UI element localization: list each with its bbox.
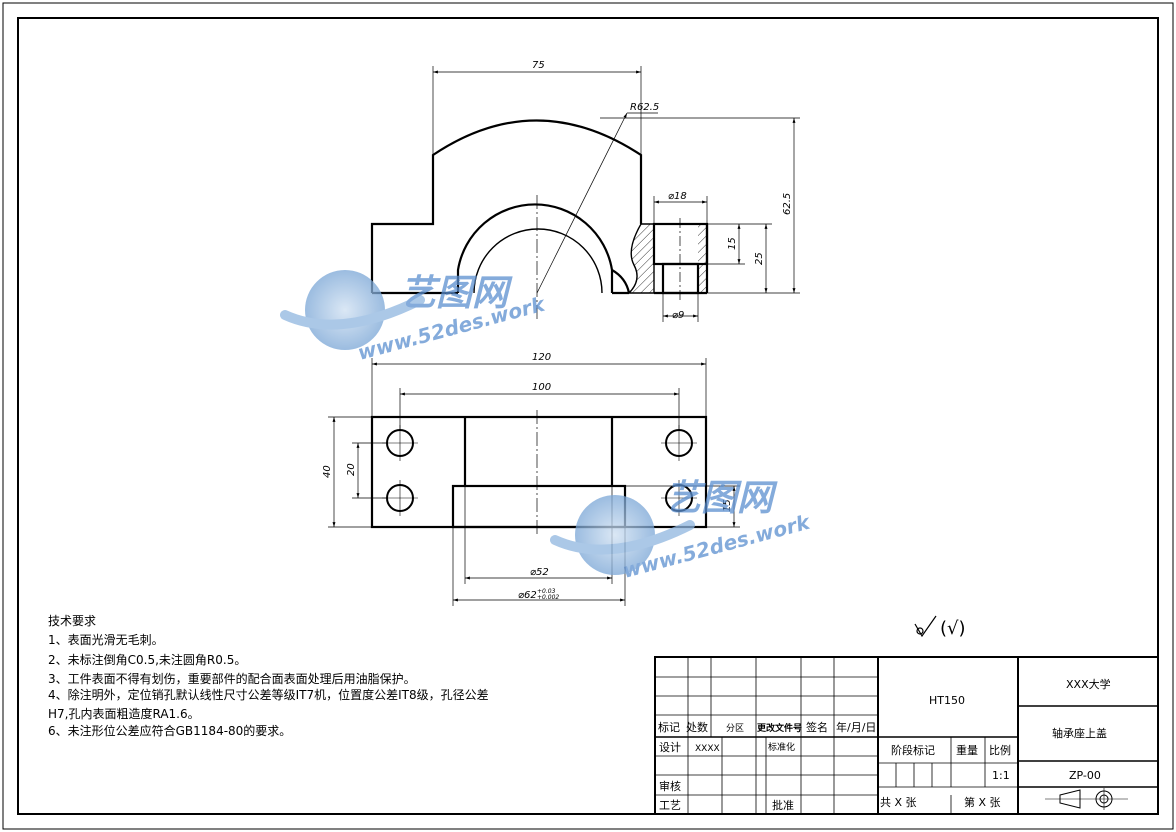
dim-phi62-tol-lower: +0.002 <box>537 594 559 601</box>
dim-20: 20 <box>346 463 357 476</box>
dim-75: 75 <box>532 60 545 71</box>
tb-mark: 标记 <box>658 720 680 734</box>
front-view <box>370 119 709 320</box>
notes-line: 1、表面光滑无毛刺。 <box>48 633 164 647</box>
title-block <box>654 656 1159 815</box>
material: HT150 <box>929 694 965 707</box>
university: XXX大学 <box>1066 677 1111 691</box>
notes-title: 技术要求 <box>48 614 96 628</box>
watermark-brand: 艺图网 <box>665 478 778 519</box>
dim-15-front: 15 <box>727 237 738 250</box>
technical-requirements: 技术要求 1、表面光滑无毛刺。 2、未标注倒角C0.5,未注圆角R0.5。 3、… <box>48 614 489 738</box>
drawing-number: ZP-00 <box>1069 769 1101 782</box>
top-dimensions <box>328 358 740 606</box>
projection-symbol <box>1045 788 1128 810</box>
tb-zone: 分区 <box>726 723 744 734</box>
notes-line: 3、工件表面不得有划伤，重要部件的配合面表面处理后用油脂保护。 <box>48 671 416 686</box>
dim-phi18: ⌀18 <box>668 191 687 202</box>
notes-line: 2、未标注倒角C0.5,未注圆角R0.5。 <box>48 652 246 667</box>
tb-stage-mark: 阶段标记 <box>891 743 935 757</box>
dim-phi52: ⌀52 <box>530 567 549 578</box>
tb-approve: 批准 <box>772 798 794 812</box>
bore-outer-arc <box>456 203 614 293</box>
dim-120: 120 <box>532 352 551 363</box>
scale-value: 1:1 <box>992 769 1010 782</box>
tb-review: 审核 <box>659 779 681 793</box>
top-view-outline <box>370 415 708 529</box>
watermark-logo: 艺图网 www.52des.work <box>550 478 814 583</box>
tb-total-sheets: 共 X 张 <box>880 796 917 809</box>
tb-change-doc: 更改文件号 <box>757 722 802 734</box>
dim-phi62-tol-upper: +0.03 <box>537 588 556 595</box>
inner-border <box>17 17 1159 815</box>
part-name: 轴承座上盖 <box>1052 726 1107 740</box>
dim-40: 40 <box>322 465 333 478</box>
bore-inner-arc <box>473 228 603 294</box>
dim-62-5: 62.5 <box>782 193 793 215</box>
tb-design: 设计 <box>659 741 681 754</box>
notes-line: H7,孔内表面粗造度RA1.6。 <box>48 706 200 721</box>
dim-100: 100 <box>532 382 551 393</box>
front-dimensions <box>432 66 800 322</box>
tb-count: 处数 <box>686 721 708 734</box>
section-hatch <box>627 223 655 294</box>
tb-process: 工艺 <box>659 799 681 812</box>
dim-r62-5: R62.5 <box>630 102 659 113</box>
top-view <box>370 410 708 535</box>
roughness-note: (√) <box>940 618 966 639</box>
front-view-outline <box>370 119 643 293</box>
tb-signature: 签名 <box>806 720 828 734</box>
tb-sheet-number: 第 X 张 <box>964 795 1001 809</box>
notes-line: 4、除注明外，定位销孔默认线性尺寸公差等级IT7机，位置度公差IT8级，孔径公差 <box>48 687 489 702</box>
dim-phi62: ⌀62 <box>518 590 537 601</box>
dim-25: 25 <box>754 252 765 265</box>
dim-phi9: ⌀9 <box>672 310 684 321</box>
tb-weight: 重量 <box>956 743 978 757</box>
watermark-brand: 艺图网 <box>400 273 513 314</box>
dim-15-top: 15 <box>722 499 733 512</box>
watermark-logo: 艺图网 www.52des.work <box>280 270 549 365</box>
notes-line: 6、未注形位公差应符合GB1184-80的要求。 <box>48 723 291 738</box>
tb-scale: 比例 <box>989 743 1011 757</box>
tb-date: 年/月/日 <box>836 720 876 734</box>
tb-designer: XXXX <box>695 744 720 754</box>
roughness-symbol <box>914 615 937 638</box>
tb-standardize: 标准化 <box>768 741 795 753</box>
